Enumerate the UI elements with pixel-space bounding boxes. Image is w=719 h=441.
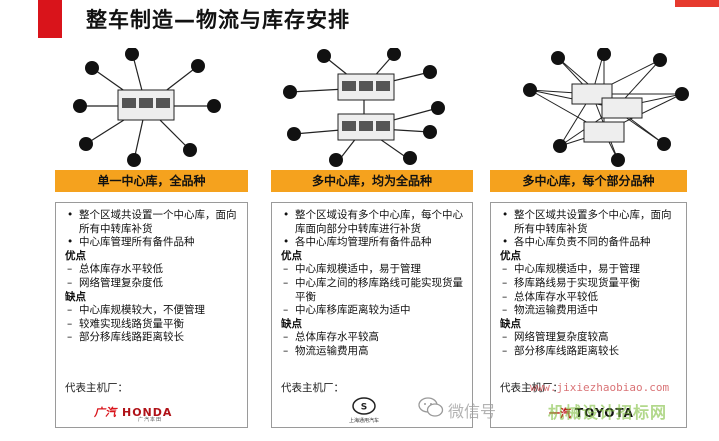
panel-content: 整个区域共设置多个中心库，面向所有中转库补货各中心库负责不同的备件品种优点中心库… [500, 209, 680, 359]
representative-label: 代表主机厂： [500, 382, 563, 394]
section-heading: 缺点 [65, 290, 86, 303]
watermark-url: www.jixiezhaobiao.com [530, 381, 670, 394]
sub-item: 总体库存水平较低 [500, 291, 680, 305]
section-heading: 优点 [65, 249, 86, 262]
sub-item: 物流运输费用高 [281, 345, 466, 359]
section-heading: 优点 [281, 249, 302, 262]
sub-item: 网络管理复杂度较高 [500, 331, 680, 345]
section-heading: 缺点 [281, 317, 302, 330]
network-diagram-single [72, 48, 222, 168]
sub-item: 中心库规模适中，易于管理 [281, 263, 466, 277]
bullet-item: 各中心库负责不同的备件品种 [500, 236, 680, 250]
sub-item: 部分移库线路距离较长 [65, 331, 241, 345]
network-diagram-multi-partial [520, 48, 690, 168]
network-diagram-multi-full [280, 48, 450, 168]
bullet-item: 整个区域共设置一个中心库，面向所有中转库补货 [65, 209, 241, 236]
sub-item: 总体库存水平较高 [281, 331, 466, 345]
network-svg-multi-partial [523, 48, 689, 167]
panel-content: 整个区域设有多个中心库，每个中心库面向部分中转库进行补货各中心库均管理所有备件品… [281, 209, 466, 359]
panel-content: 整个区域共设置一个中心库，面向所有中转库补货中心库管理所有备件品种优点总体库存水… [65, 209, 241, 345]
section-heading: 缺点 [500, 317, 521, 330]
watermark-wechat: 微信号 [448, 402, 497, 421]
shanghai-gm-emblem-icon: S [352, 397, 376, 415]
section-heading: 优点 [500, 249, 521, 262]
representative-label: 代表主机厂： [281, 382, 344, 394]
sub-item: 部分移库线路距离较长 [500, 345, 680, 359]
svg-text:S: S [361, 403, 367, 413]
sub-item: 中心库规模较大，不便管理 [65, 304, 241, 318]
bullet-item: 中心库管理所有备件品种 [65, 236, 241, 250]
sub-item: 移库路线易于实现货量平衡 [500, 277, 680, 291]
network-svg-single [73, 48, 221, 167]
bullet-item: 整个区域共设置多个中心库，面向所有中转库补货 [500, 209, 680, 236]
column-header-single: 单一中心库，全品种 [55, 170, 248, 192]
wechat-icon [418, 397, 444, 417]
bullet-item: 各中心库均管理所有备件品种 [281, 236, 466, 250]
sub-item: 中心库移库距离较为适中 [281, 304, 466, 318]
page-title: 整车制造—物流与库存安排 [86, 8, 350, 32]
sub-item: 中心库之间的移库路线可能实现货量平衡 [281, 277, 466, 304]
warehouse-icon-3 [583, 121, 625, 143]
sub-item: 网络管理复杂度低 [65, 277, 241, 291]
network-svg-multi-full [283, 48, 445, 167]
shanghai-gm-logo: S 上海通用汽车 [344, 397, 384, 424]
title-accent-bar [38, 0, 62, 38]
sub-item: 总体库存水平较低 [65, 263, 241, 277]
column-header-multi-partial: 多中心库，每个部分品种 [490, 170, 687, 192]
warehouse-icon-2 [601, 97, 643, 119]
watermark-brand: 机械设计招标网 [548, 403, 668, 422]
sub-item: 物流运输费用适中 [500, 304, 680, 318]
column-panel-multi-full: 整个区域设有多个中心库，每个中心库面向部分中转库进行补货各中心库均管理所有备件品… [271, 202, 473, 428]
bullet-item: 整个区域设有多个中心库，每个中心库面向部分中转库进行补货 [281, 209, 466, 236]
column-header-multi-full: 多中心库，均为全品种 [271, 170, 473, 192]
representative-label: 代表主机厂： [65, 382, 128, 394]
sub-item: 较难实现线路货量平衡 [65, 318, 241, 332]
sub-item: 中心库规模适中，易于管理 [500, 263, 680, 277]
corner-brand-mark [675, 0, 719, 7]
column-panel-multi-partial: 整个区域共设置多个中心库，面向所有中转库补货各中心库负责不同的备件品种优点中心库… [490, 202, 687, 428]
column-panel-single: 整个区域共设置一个中心库，面向所有中转库补货中心库管理所有备件品种优点总体库存水… [55, 202, 248, 428]
